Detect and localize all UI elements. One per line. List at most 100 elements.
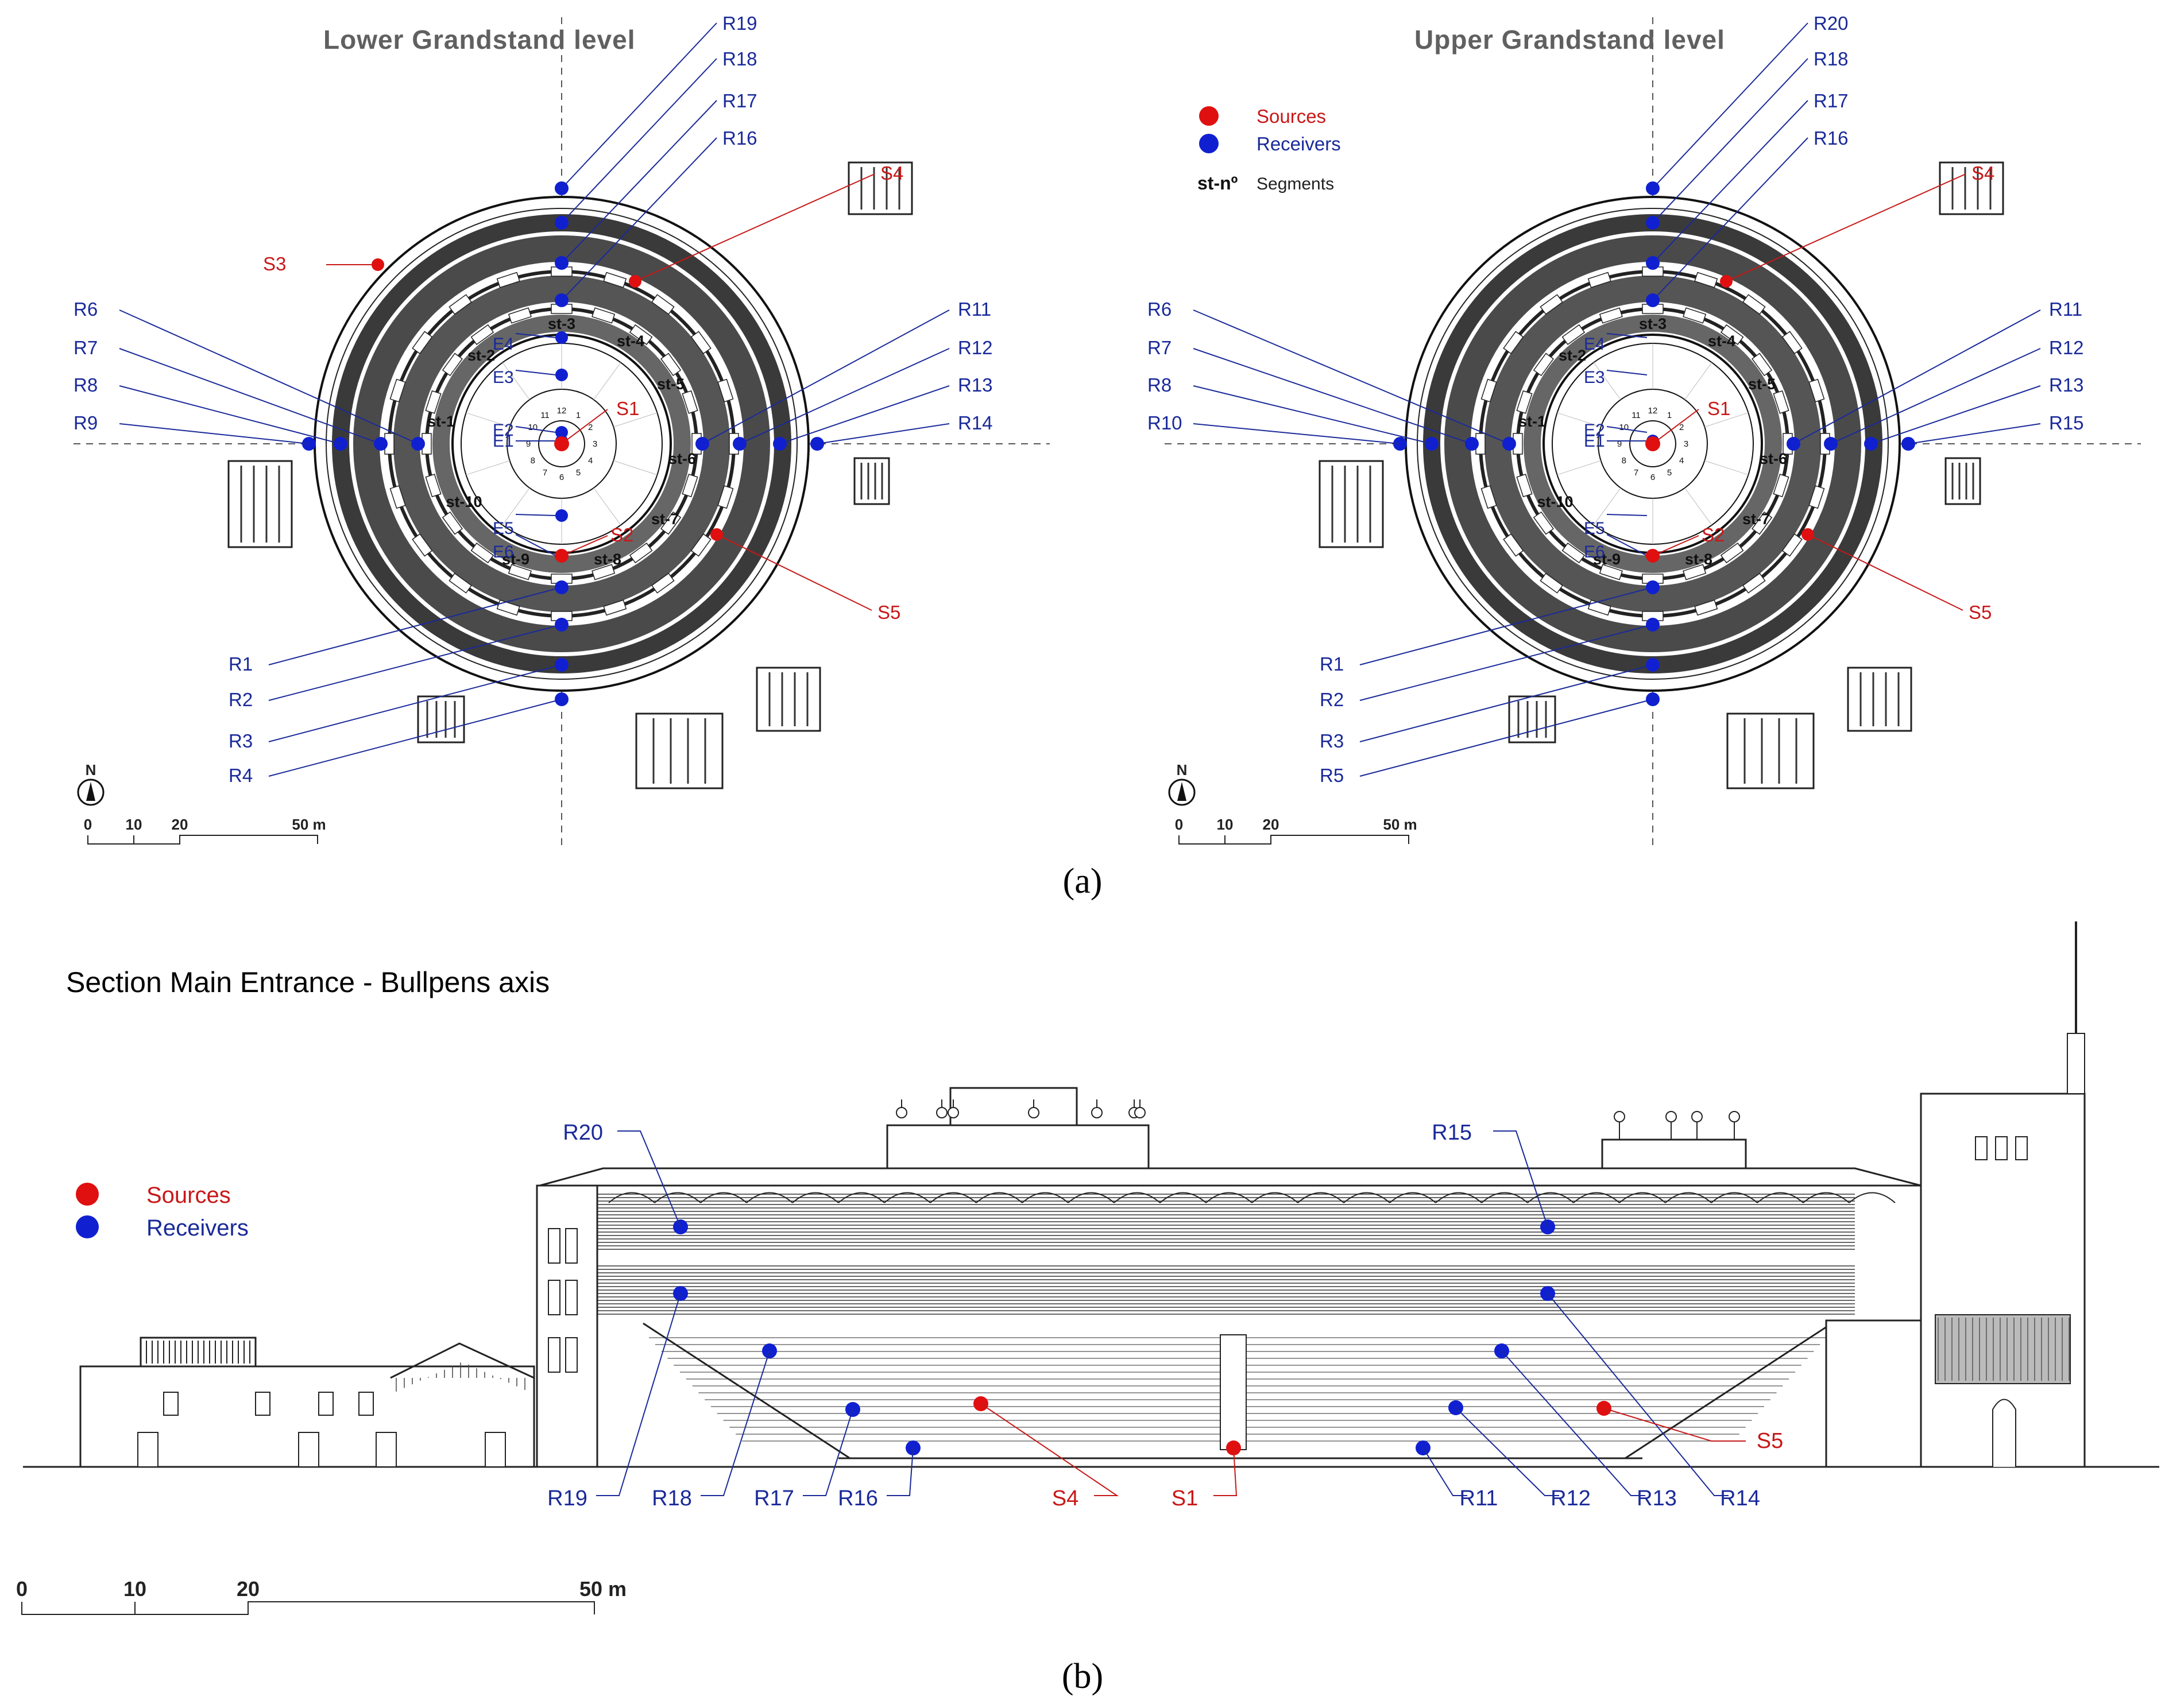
- receiver-label: R1: [229, 653, 253, 675]
- roof-ornaments: [886, 1087, 1747, 1169]
- outer-ring: [326, 208, 798, 680]
- receiver-marker: [555, 256, 569, 270]
- clock-label: 1: [576, 410, 581, 420]
- roof-arch: [1665, 1192, 1712, 1203]
- source-marker: [710, 528, 723, 541]
- source-marker: [1646, 549, 1660, 563]
- receiver-leader: [617, 1130, 681, 1227]
- roof-arch: [1619, 1192, 1666, 1203]
- clock-label: 3: [593, 439, 597, 449]
- annex-window: [318, 1392, 334, 1416]
- scale-tick-label: 0: [1175, 816, 1183, 833]
- opening: [603, 599, 627, 616]
- measure-point-label: E1: [493, 432, 514, 451]
- middle-tiers: [393, 276, 730, 612]
- measure-point-leader: [1606, 514, 1648, 516]
- receiver-leader: [1908, 423, 2041, 444]
- roof-arch: [1435, 1192, 1482, 1203]
- segment-label: st-10: [446, 493, 482, 510]
- receiver-label: R19: [547, 1486, 587, 1511]
- opening: [717, 485, 734, 509]
- source-marker: [1801, 528, 1814, 541]
- measure-point-leader: [1606, 534, 1648, 556]
- receiver-label: R18: [722, 48, 757, 69]
- clock-ring: [1629, 420, 1676, 467]
- clock-label: 8: [1622, 456, 1626, 466]
- opening: [1540, 572, 1563, 594]
- receiver-label: R12: [2049, 337, 2084, 358]
- opening: [660, 353, 682, 377]
- roof-arch: [930, 1192, 977, 1203]
- receiver-leader: [1359, 587, 1653, 665]
- opening: [389, 485, 406, 509]
- clock-label: 4: [588, 456, 593, 466]
- opening: [412, 331, 433, 354]
- roof-arch: [1803, 1192, 1850, 1203]
- opening: [442, 511, 463, 535]
- annex-window: [163, 1392, 179, 1416]
- receiver-leader: [596, 1293, 681, 1496]
- receiver-label: R13: [2049, 374, 2084, 396]
- clock-label: 8: [531, 456, 535, 466]
- receiver-marker: [555, 658, 569, 672]
- clock-label: 11: [540, 410, 550, 420]
- section-title: Section Main Entrance - Bullpens axis: [66, 966, 550, 998]
- receiver-leader: [561, 137, 717, 301]
- grandstand-openings: [1475, 266, 1830, 621]
- source-marker: [372, 258, 384, 271]
- receiver-label: R18: [1814, 48, 1849, 69]
- opening: [1587, 272, 1611, 288]
- roof-arch: [1297, 1192, 1344, 1203]
- roof-arch: [1205, 1192, 1252, 1203]
- roof-arch: [1343, 1192, 1390, 1203]
- left-tower-window: [565, 1228, 578, 1264]
- opening: [1599, 307, 1623, 324]
- segment-label: st-5: [1748, 375, 1776, 393]
- receiver-label: R10: [1147, 412, 1182, 433]
- receiver-marker: [810, 437, 824, 451]
- north-arrow-needle: [1177, 782, 1186, 801]
- receiver-marker: [695, 437, 709, 451]
- receiver-leader: [1652, 137, 1808, 301]
- segment-divider: [1557, 412, 1601, 428]
- receiver-label: R12: [958, 337, 993, 358]
- segment-label: st-5: [657, 375, 685, 393]
- receiver-label: R12: [1551, 1486, 1591, 1511]
- opening: [425, 390, 442, 414]
- annex-block: [1939, 161, 2004, 215]
- receiver-leader: [1359, 699, 1653, 777]
- annex-block: [1726, 712, 1815, 789]
- roof-arch: [1527, 1192, 1574, 1203]
- roof-arch: [700, 1192, 747, 1203]
- receiver-label: R6: [1147, 299, 1172, 320]
- finial: [1614, 1111, 1625, 1122]
- receiver-marker: [374, 437, 388, 451]
- clock-label: 6: [559, 472, 564, 482]
- clock-label: 3: [1684, 439, 1688, 449]
- north-label: N: [1177, 761, 1188, 779]
- receiver-marker: [1502, 437, 1516, 451]
- receiver-leader: [268, 624, 562, 701]
- annex-door: [298, 1432, 319, 1467]
- scale-tick-label: 50 m: [292, 816, 326, 833]
- receiver-label: R11: [1460, 1486, 1498, 1511]
- source-leader: [635, 173, 875, 282]
- tower-door: [1992, 1399, 2016, 1467]
- opening: [449, 572, 472, 594]
- clock-label: 12: [1648, 406, 1658, 416]
- segment-divider: [1704, 412, 1749, 428]
- receiver-leader: [119, 309, 419, 444]
- roof-arch: [884, 1192, 931, 1203]
- source-label: S5: [877, 602, 900, 623]
- source-label: S3: [263, 253, 286, 274]
- opening: [1781, 331, 1803, 354]
- segment-label: st-10: [1537, 493, 1573, 510]
- receiver-label: R17: [722, 90, 757, 111]
- scale-tick-label: 10: [1217, 816, 1234, 833]
- source-label: S4: [1052, 1486, 1078, 1511]
- opening: [591, 564, 616, 580]
- receiver-leader: [1422, 1447, 1467, 1496]
- receiver-label: R8: [74, 374, 98, 396]
- opening: [1781, 533, 1803, 557]
